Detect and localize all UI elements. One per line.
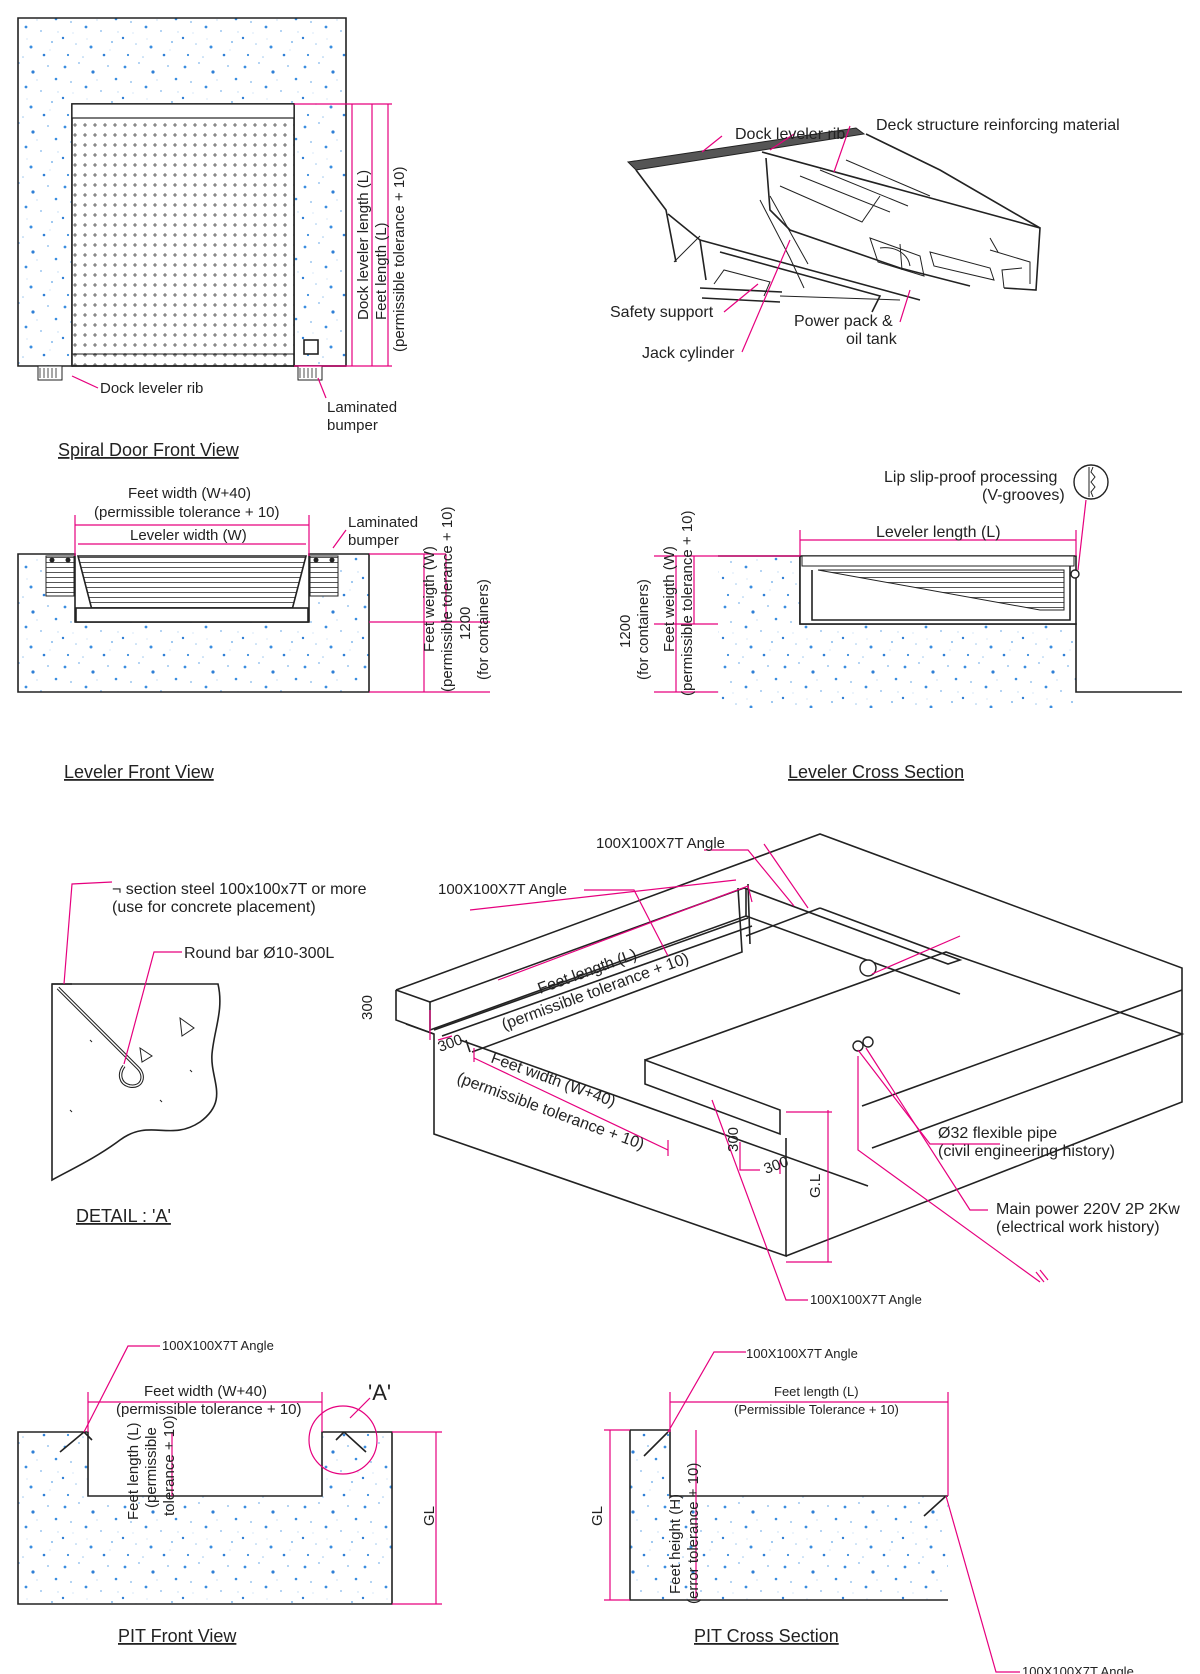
pit-iso-gl: G.L bbox=[807, 1174, 824, 1198]
pit-cross-title: PIT Cross Section bbox=[694, 1626, 839, 1646]
pit-iso-angle-top: 100X100X7T Angle bbox=[596, 835, 725, 852]
detail-steel-1: ¬ section steel 100x100x7T or more bbox=[112, 881, 367, 898]
iso-power-pack-label-1: Power pack & bbox=[794, 313, 893, 330]
pit-cross-v-2: (error tolerance + 10) bbox=[685, 1463, 702, 1604]
detail-round-bar: Round bar Ø10-300L bbox=[184, 945, 334, 962]
lcs-v-2: (for containers) bbox=[635, 579, 652, 680]
iso-reinforcing-label: Deck structure reinforcing material bbox=[876, 117, 1120, 134]
lcs-v-3: Feet weigth (W) bbox=[661, 546, 678, 652]
pit-cross-angle-top: 100X100X7T Angle bbox=[746, 1346, 858, 1361]
spiral-dim-3: (permissible tolerance + 10) bbox=[391, 166, 408, 352]
pit-iso-300-b: 300 bbox=[436, 1031, 465, 1056]
pit-cross-angle-bottom: 100X100X7T Angle bbox=[1022, 1664, 1134, 1674]
leveler-front-view: Feet width (W+40) (permissible tolerance… bbox=[17, 485, 492, 782]
lfv-v-2: (permissible tolerance + 10) bbox=[439, 506, 456, 692]
iso-jack-cylinder-label: Jack cylinder bbox=[642, 345, 735, 362]
spiral-door-title: Spiral Door Front View bbox=[58, 440, 240, 460]
lfv-v-3: 1200 bbox=[457, 607, 474, 640]
pit-cross-tolerance: (Permissible Tolerance + 10) bbox=[734, 1402, 899, 1417]
spiral-dim-1: Dock leveler length (L) bbox=[355, 170, 372, 320]
dock-leveler-isometric: Dock leveler rib Deck structure reinforc… bbox=[610, 117, 1120, 362]
lfv-bumper-1: Laminated bbox=[348, 514, 418, 531]
lcs-leveler-length: Leveler length (L) bbox=[876, 524, 1001, 541]
lcs-v-1: 1200 bbox=[617, 615, 634, 648]
iso-power-pack-label-2: oil tank bbox=[846, 331, 898, 348]
lfv-tolerance: (permissible tolerance + 10) bbox=[94, 504, 280, 521]
pit-isometric: 100X100X7T Angle 100X100X7T Angle 100X10… bbox=[359, 833, 1185, 1307]
spiral-dim-2: Feet length (L) bbox=[373, 222, 390, 320]
pit-cross-feet-length: Feet length (L) bbox=[774, 1384, 859, 1399]
pit-front-gl: GL bbox=[421, 1506, 438, 1526]
lfv-bumper-2: bumper bbox=[348, 532, 399, 549]
lcs-v-4: (permissible tolerance + 10) bbox=[679, 510, 696, 696]
pit-front-title: PIT Front View bbox=[118, 1626, 237, 1646]
pit-iso-power-1: Main power 220V 2P 2Kw bbox=[996, 1201, 1180, 1218]
pit-iso-angle-left: 100X100X7T Angle bbox=[438, 881, 567, 898]
spiral-bumper-label-1: Laminated bbox=[327, 399, 397, 416]
leveler-cross-title: Leveler Cross Section bbox=[788, 762, 964, 782]
lcs-lip-2: (V-grooves) bbox=[982, 487, 1065, 504]
pit-front-feet-width: Feet width (W+40) bbox=[144, 1383, 267, 1400]
pit-front-v-2: (permissible bbox=[143, 1427, 160, 1508]
lfv-leveler-width: Leveler width (W) bbox=[130, 527, 247, 544]
pit-front-detail-ref: 'A' bbox=[368, 1380, 391, 1405]
pit-front-v-3: tolerance + 10) bbox=[161, 1416, 178, 1516]
pit-cross-section: 100X100X7T Angle Feet length (L) (Permis… bbox=[589, 1346, 1134, 1674]
leveler-front-title: Leveler Front View bbox=[64, 762, 215, 782]
leveler-cross-section: Lip slip-proof processing (V-grooves) Le… bbox=[617, 464, 1182, 782]
spiral-dock-rib-label: Dock leveler rib bbox=[100, 380, 203, 397]
pit-iso-300-a: 300 bbox=[359, 995, 376, 1020]
lfv-v-4: (for containers) bbox=[475, 579, 492, 680]
detail-a-title: DETAIL : 'A' bbox=[76, 1206, 171, 1226]
pit-iso-pipe-2: (civil engineering history) bbox=[938, 1143, 1115, 1160]
iso-safety-support-label: Safety support bbox=[610, 304, 714, 321]
pit-front-angle: 100X100X7T Angle bbox=[162, 1338, 274, 1353]
pit-cross-v-1: Feet height (H) bbox=[667, 1494, 684, 1594]
pit-iso-300-c: 300 bbox=[725, 1127, 742, 1152]
pit-iso-pipe-1: Ø32 flexible pipe bbox=[938, 1125, 1057, 1142]
lfv-feet-width: Feet width (W+40) bbox=[128, 485, 251, 502]
pit-front-view: 100X100X7T Angle Feet width (W+40) (perm… bbox=[17, 1338, 442, 1646]
spiral-door-front-view: Dock leveler rib Laminated bumper Dock l… bbox=[17, 17, 408, 460]
pit-cross-gl: GL bbox=[589, 1506, 606, 1526]
lcs-lip-1: Lip slip-proof processing bbox=[884, 469, 1057, 486]
iso-dock-rib-label: Dock leveler rib bbox=[735, 126, 845, 143]
spiral-bumper-label-2: bumper bbox=[327, 417, 378, 434]
pit-front-tolerance: (permissible tolerance + 10) bbox=[116, 1401, 302, 1418]
pit-iso-angle-bottom: 100X100X7T Angle bbox=[810, 1292, 922, 1307]
lfv-v-1: Feet weigth (W) bbox=[421, 546, 438, 652]
detail-steel-2: (use for concrete placement) bbox=[112, 899, 316, 916]
detail-a: ¬ section steel 100x100x7T or more (use … bbox=[51, 881, 367, 1226]
pit-iso-power-2: (electrical work history) bbox=[996, 1219, 1160, 1236]
pit-front-v-1: Feet length (L) bbox=[125, 1422, 142, 1520]
